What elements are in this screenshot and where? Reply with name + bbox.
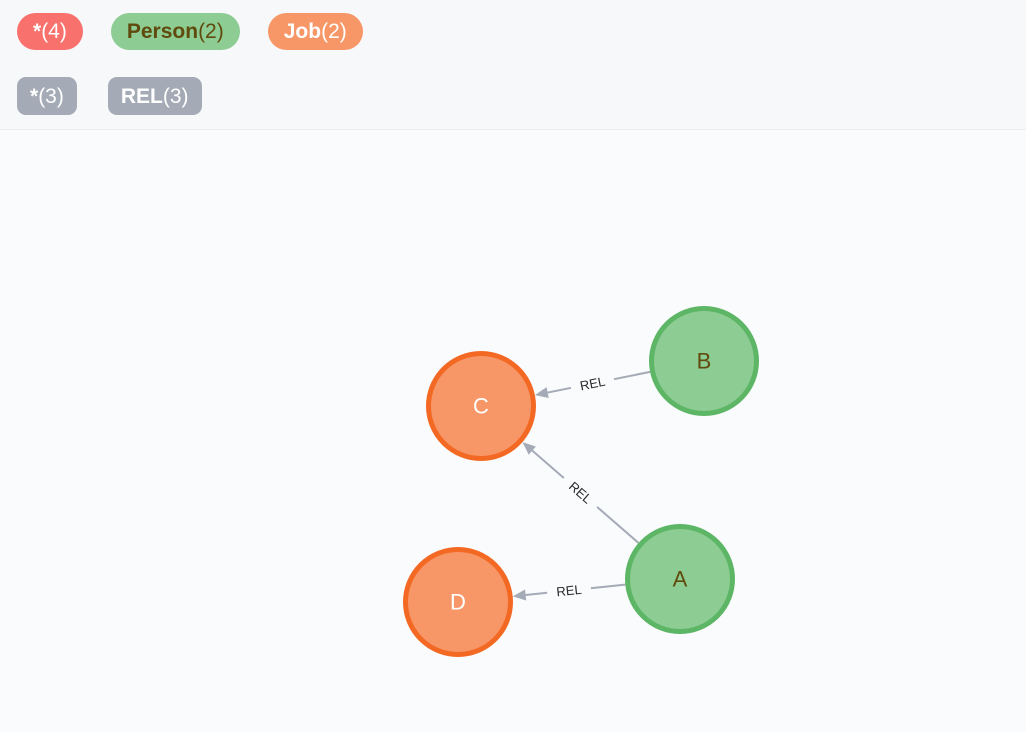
- rel-pill-rel[interactable]: REL(3): [107, 77, 202, 115]
- graph-overview-panel: *(4) Person(2) Job(2) *(3) REL(3): [0, 0, 1026, 130]
- edge-a-d-arrowhead-icon: [512, 589, 527, 601]
- node-pill-all-count: (4): [41, 20, 67, 43]
- edge-a-d-label-bg: [546, 579, 592, 602]
- rel-pill-all-count: (3): [38, 84, 64, 108]
- node-pill-person-count: (2): [198, 20, 224, 43]
- edge-b-c-label[interactable]: REL: [579, 374, 607, 394]
- node-pill-person[interactable]: Person(2): [110, 13, 240, 50]
- rel-pill-rel-label: REL: [120, 84, 163, 108]
- edge-a-c-arrowhead-icon: [522, 442, 536, 455]
- node-pill-job-count: (2): [321, 20, 347, 43]
- edge-a-c-label-bg: [558, 471, 603, 514]
- node-d[interactable]: [403, 547, 513, 657]
- relationship-pills-row: *(3) REL(3): [17, 77, 1026, 115]
- node-pills-row: *(4) Person(2) Job(2): [17, 13, 1026, 50]
- rel-pill-rel-count: (3): [162, 84, 189, 108]
- node-pill-all[interactable]: *(4): [17, 13, 83, 50]
- node-pill-person-label: Person: [126, 20, 199, 43]
- rel-pill-all[interactable]: *(3): [17, 77, 77, 115]
- node-c[interactable]: [426, 351, 536, 461]
- node-a[interactable]: [625, 524, 735, 634]
- node-pill-all-label: *: [33, 20, 42, 43]
- node-b[interactable]: [649, 306, 759, 416]
- rel-pill-all-label: *: [30, 84, 39, 108]
- edge-b-c-arrowhead-icon: [534, 387, 549, 398]
- node-pill-job-label: Job: [283, 20, 322, 43]
- node-pill-job[interactable]: Job(2): [267, 13, 363, 50]
- edge-a-d-label[interactable]: REL: [556, 582, 583, 600]
- edge-b-c-label-bg: [569, 370, 616, 397]
